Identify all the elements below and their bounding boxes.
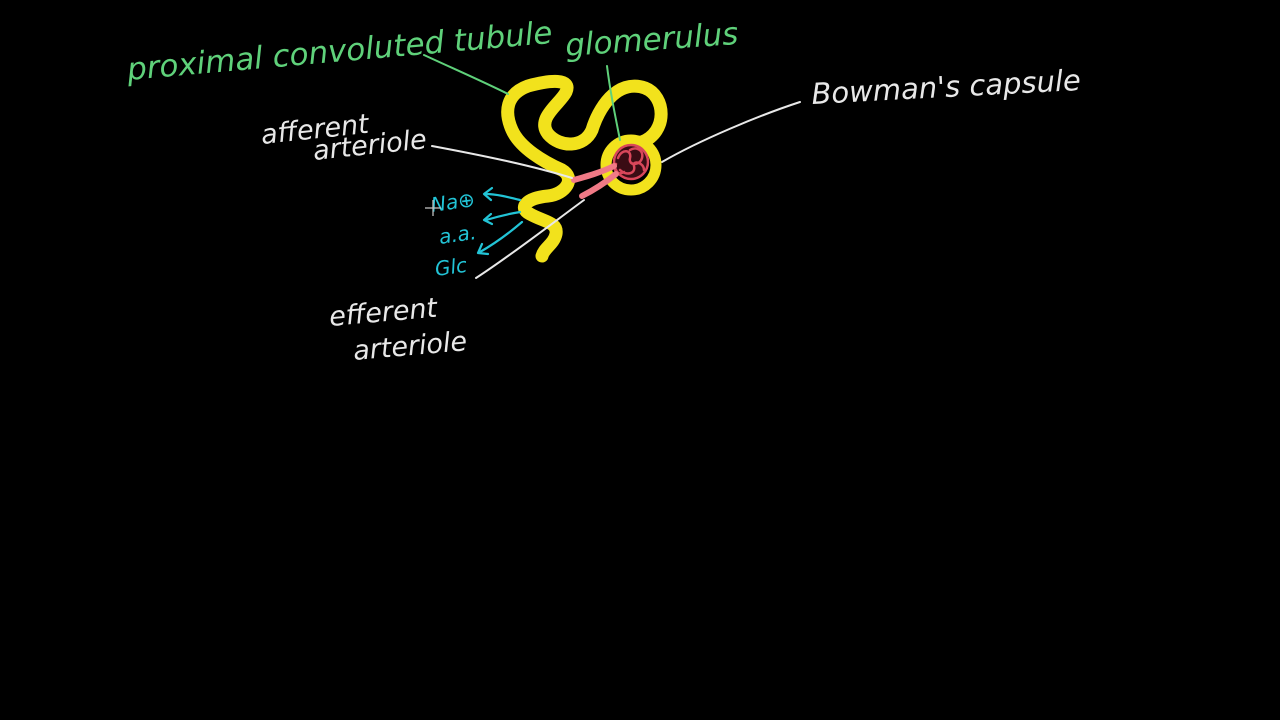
bowmans-capsule-label: Bowman's capsule (811, 63, 1082, 111)
glomerulus-pointer (606, 65, 621, 141)
sodium-label: Na⊕ (429, 187, 476, 217)
crosshair-cursor-icon (425, 200, 441, 216)
efferent-arteriole-vessel (579, 171, 619, 199)
glomerulus-label: glomerulus (564, 16, 739, 64)
proximal-convoluted-tubule (501, 75, 668, 263)
pct-label: proximal convoluted tubule (125, 15, 554, 88)
bowmans-capsule-pointer (661, 101, 801, 163)
afferent-arteriole-vessel (571, 163, 617, 183)
glucose-label: Glc (433, 253, 468, 281)
amino-acid-label: a.a. (437, 220, 477, 249)
efferent-label-line1: efferent (328, 293, 440, 333)
efferent-label-line2: arteriole (352, 326, 468, 367)
glomerulus-tuft (612, 143, 650, 181)
efferent-arteriole-pointer (475, 199, 585, 279)
pct-pointer (423, 54, 509, 95)
afferent-arteriole-pointer (431, 145, 573, 179)
bowmans-capsule-shape (600, 134, 662, 196)
reabsorption-arrows (476, 186, 524, 256)
